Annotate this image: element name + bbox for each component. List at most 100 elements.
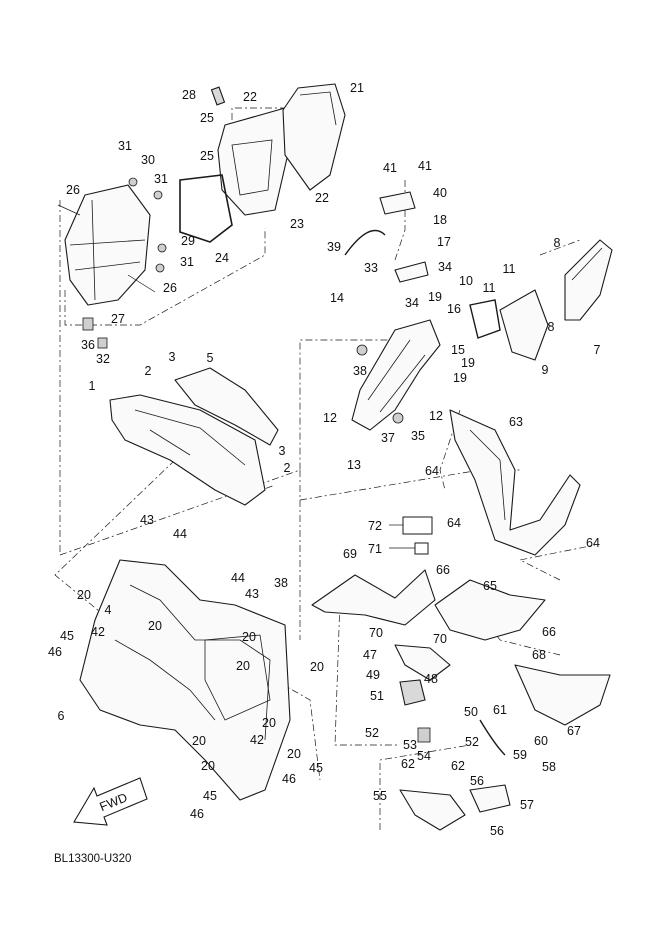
callout-c48: 48 [424,672,438,686]
callout-c11b: 11 [483,281,496,295]
callout-c33: 33 [364,261,378,275]
fwd-arrow: FWD [73,777,148,826]
callout-c45a: 45 [60,629,74,643]
legend-boxes [389,516,433,555]
callout-c31a: 31 [118,139,132,153]
part-6-leg-shield [79,559,291,801]
callout-c3a: 3 [169,350,176,364]
callout-c46b: 46 [282,772,296,786]
callout-c51: 51 [370,689,384,703]
callout-c66b: 66 [542,625,556,639]
part-63-shroud [449,409,581,556]
part-1-5-frame [109,367,279,506]
callout-c42a: 42 [91,625,105,639]
part-9-lens [469,289,549,361]
callout-c4: 4 [105,603,112,617]
callout-c49: 49 [366,668,380,682]
callout-c65: 65 [483,579,497,593]
callout-c13: 13 [347,458,361,472]
callout-c69: 69 [343,547,357,561]
callout-c60: 60 [534,734,548,748]
callout-c47: 47 [363,648,377,662]
callout-c68: 68 [532,648,546,662]
figure-code: BL13300-U320 [54,853,131,865]
callout-c26a: 26 [66,183,80,197]
callout-c20e: 20 [236,659,250,673]
callout-c29: 29 [181,234,195,248]
callout-c27: 27 [111,312,125,326]
callout-c5: 5 [207,351,214,365]
callout-c20c: 20 [242,630,256,644]
callout-c35: 35 [411,429,425,443]
callout-c45b: 45 [309,761,323,775]
callout-c2b: 2 [284,461,291,475]
callout-c6: 6 [58,709,65,723]
callout-c24: 24 [215,251,229,265]
callout-c32: 32 [96,352,110,366]
callout-c40: 40 [433,186,447,200]
callout-c39: 39 [327,240,341,254]
callout-c26b: 26 [163,281,177,295]
callout-c67: 67 [567,724,581,738]
callout-c20f: 20 [262,716,276,730]
callout-c66a: 66 [436,563,450,577]
callout-c20b: 20 [148,619,162,633]
callout-c31b: 31 [154,172,168,186]
callout-c20a: 20 [77,588,91,602]
callout-c3b: 3 [279,444,286,458]
callout-c11a: 11 [503,262,516,276]
part-23-housing [217,107,291,216]
callout-c17: 17 [437,235,451,249]
callout-c38b: 38 [353,364,367,378]
callout-c15: 15 [451,343,465,357]
callout-c21: 21 [350,81,364,95]
callout-c7: 7 [594,343,601,357]
callout-c45c: 45 [203,789,217,803]
callout-c44b: 44 [231,571,245,585]
callout-c46c: 46 [190,807,204,821]
callout-c20g: 20 [192,734,206,748]
callout-c54: 54 [417,749,431,763]
callout-c8a: 8 [554,236,561,250]
callout-c20d: 20 [310,660,324,674]
callout-c30: 30 [141,153,155,167]
callout-c20h: 20 [287,747,301,761]
part-24-seal [179,174,233,243]
callout-c55: 55 [373,789,387,803]
part-67-side-panel [514,664,611,726]
callout-c31c: 31 [180,255,194,269]
callout-c61: 61 [493,703,507,717]
callout-c46a: 46 [48,645,62,659]
callout-c25b: 25 [200,149,214,163]
part-7-cover [564,239,613,321]
callout-c18: 18 [433,213,447,227]
callout-c34b: 34 [405,296,419,310]
callout-c23: 23 [290,217,304,231]
callout-c12b: 12 [429,409,443,423]
callout-c20i: 20 [201,759,215,773]
callout-c19a: 19 [428,290,442,304]
part-55-57-lower [399,719,511,831]
callout-c64b: 64 [447,516,461,530]
part-13-bracket [351,319,441,431]
callout-c42b: 42 [250,733,264,747]
legend-label-72: 72 [368,519,382,533]
callout-c1: 1 [89,379,96,393]
legend-label-71: 71 [368,542,382,556]
callout-c19c: 19 [453,371,467,385]
callout-c70b: 70 [433,632,447,646]
callout-c41b: 41 [418,159,432,173]
callout-c43b: 43 [245,587,259,601]
callout-c9: 9 [542,363,549,377]
callout-c37: 37 [381,431,395,445]
callout-c44a: 44 [173,527,187,541]
callout-c64a: 64 [425,464,439,478]
callout-c10: 10 [459,274,473,288]
callout-c62a: 62 [401,757,415,771]
callout-c52b: 52 [465,735,479,749]
callout-c56b: 56 [490,824,504,838]
callout-c16: 16 [447,302,461,316]
callout-c53: 53 [403,738,417,752]
